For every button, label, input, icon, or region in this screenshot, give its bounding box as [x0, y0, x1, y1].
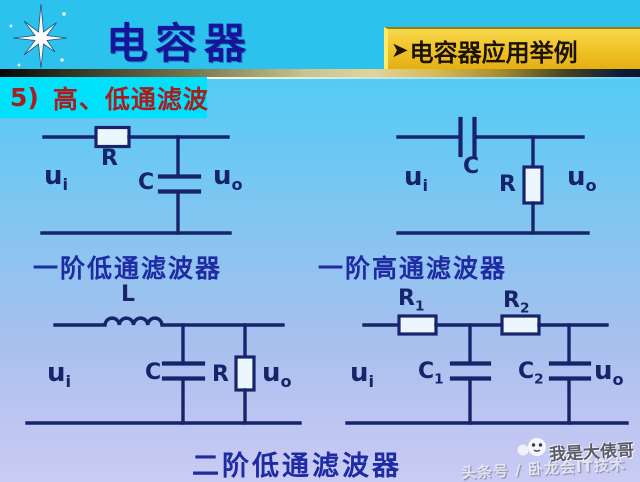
label-uo-rc2: uo — [594, 356, 624, 389]
u-base: u — [404, 162, 423, 192]
u-sub: o — [612, 370, 624, 390]
r-base: R — [503, 288, 520, 313]
resistor-r — [522, 165, 544, 205]
starburst-icon — [9, 3, 68, 69]
section-number: 5) — [10, 83, 39, 112]
resistor-r2 — [500, 314, 541, 336]
star-core — [35, 32, 47, 44]
label-uo-hp1: uo — [567, 162, 597, 195]
circuit-highpass1 — [396, 116, 590, 235]
banner-label: 电容器应用举例 — [409, 38, 578, 67]
label-uo-lp2: uo — [262, 358, 292, 391]
label-r-lp1: R — [101, 146, 118, 171]
label-r1-rc2: R1 — [398, 286, 424, 314]
c-base: C — [418, 359, 435, 384]
c-sub: 2 — [534, 371, 544, 388]
resistor-r — [94, 125, 131, 149]
u-base: u — [567, 162, 586, 192]
capacitor-c — [161, 361, 206, 381]
section-label: 5) 高、低通滤波 — [0, 77, 209, 118]
logo-circle-big — [528, 438, 546, 456]
u-base: u — [44, 161, 63, 191]
sparkle-dot — [60, 58, 64, 62]
u-sub: i — [65, 372, 72, 392]
circuit-lowpass2 — [25, 316, 302, 425]
page-title: 电容器 — [106, 19, 254, 68]
watermark-logo — [517, 438, 546, 456]
caption-highpass1: 一阶高通滤波器 — [318, 254, 508, 283]
resistor-r1 — [397, 314, 438, 336]
label-l-lp2: L — [121, 282, 136, 307]
logo-eye — [538, 443, 543, 447]
u-sub: i — [62, 175, 69, 195]
resistor-r — [234, 355, 256, 392]
divider-bar — [0, 69, 640, 77]
c-base: C — [518, 359, 535, 384]
divider-highlight — [205, 77, 640, 79]
label-r-lp2: R — [212, 362, 229, 387]
sparkle-dot — [62, 12, 66, 16]
r-sub: 1 — [414, 298, 425, 315]
circuit-rc2 — [345, 314, 629, 425]
sparkle-dot — [17, 63, 21, 67]
u-base: u — [213, 161, 232, 191]
u-sub: o — [585, 176, 597, 196]
u-sub: o — [280, 372, 292, 392]
capacitor-c1 — [449, 361, 492, 381]
label-ui-hp1: ui — [404, 162, 428, 195]
u-sub: i — [422, 176, 429, 196]
logo-circle-small — [517, 444, 529, 456]
label-r2-rc2: R2 — [503, 288, 529, 316]
label-ui-lp1: ui — [44, 161, 68, 194]
u-base: u — [262, 358, 281, 388]
label-uo-lp1: uo — [213, 161, 243, 194]
label-ui-lp2: ui — [47, 358, 71, 391]
circuit-lowpass1 — [40, 125, 232, 235]
capacitor-c2 — [548, 361, 592, 381]
arrow-icon: ➤ — [391, 38, 409, 62]
c-sub: 1 — [434, 371, 444, 388]
label-ui-rc2: ui — [350, 358, 374, 391]
u-base: u — [350, 358, 369, 388]
application-banner: ➤ 电容器应用举例 — [384, 27, 640, 71]
u-base: u — [47, 358, 66, 388]
section-text: 高、低通滤波 — [52, 84, 209, 114]
u-base: u — [594, 356, 613, 386]
label-r-hp1: R — [499, 172, 516, 197]
logo-eye — [531, 443, 536, 447]
label-c2-rc2: C2 — [518, 359, 544, 387]
label-c1-rc2: C1 — [418, 359, 444, 387]
u-sub: o — [231, 175, 243, 195]
r-sub: 2 — [519, 300, 530, 317]
sparkle-dot — [9, 24, 13, 28]
caption-lowpass2: 二阶低通滤波器 — [192, 451, 402, 482]
label-c-lp1: C — [138, 170, 155, 195]
inductor-l — [103, 316, 164, 326]
logo-mouth — [533, 449, 541, 452]
label-c-hp1: C — [463, 154, 480, 179]
label-c-lp2: C — [145, 360, 162, 385]
capacitor-c — [157, 174, 202, 194]
u-sub: i — [368, 372, 375, 392]
r-base: R — [398, 286, 415, 311]
capacitor-c — [458, 116, 477, 158]
caption-lowpass1: 一阶低通滤波器 — [33, 254, 223, 283]
